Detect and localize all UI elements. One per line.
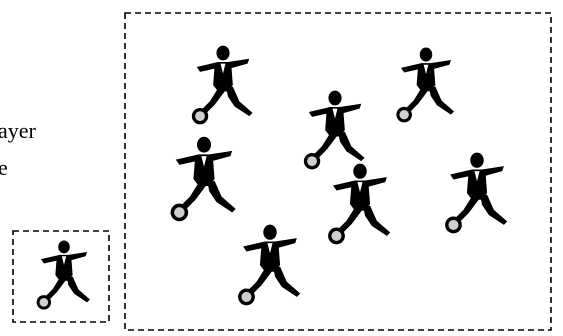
soccer-player-icon xyxy=(328,164,390,245)
label-line-2: e xyxy=(0,155,8,181)
label-line-1: ayer xyxy=(0,118,36,144)
soccer-player-icon xyxy=(238,225,300,306)
soccer-player-icon xyxy=(37,240,90,309)
soccer-player-icon xyxy=(171,137,236,221)
soccer-player-icon xyxy=(304,91,365,170)
soccer-player-icon xyxy=(396,48,454,123)
soccer-player-icon xyxy=(445,153,507,234)
soccer-player-icon xyxy=(192,46,253,125)
